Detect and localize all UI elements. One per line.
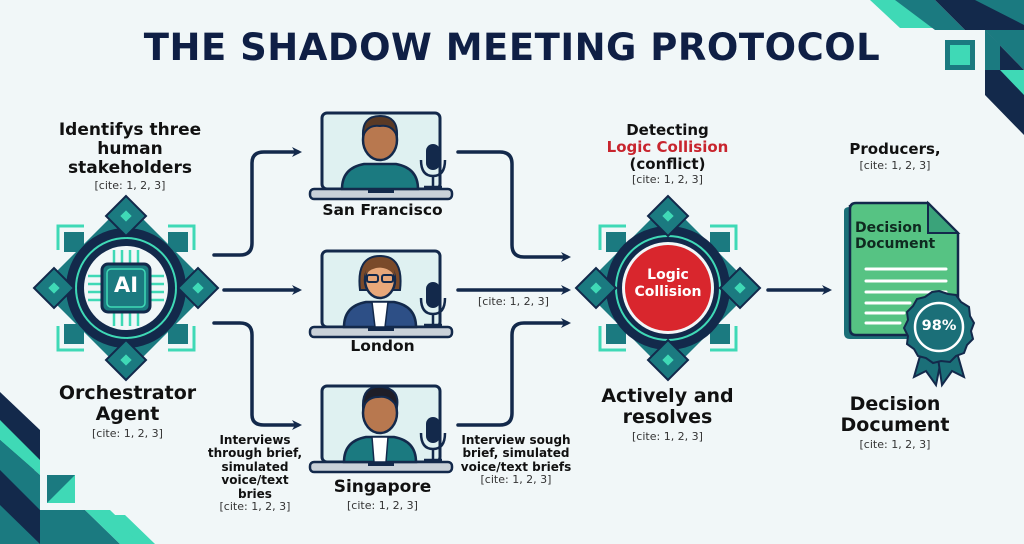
city-label-london: London (350, 337, 415, 355)
decision-top-label: Producers, [cite: 1, 2, 3] (820, 141, 970, 172)
citation: [cite: 1, 2, 3] (219, 500, 291, 514)
logic-collision-highlight: Logic Collision (606, 137, 729, 156)
london-arrow-citation: [cite: 1, 2, 3] (478, 295, 549, 308)
orchestrator-name-line-2: Agent (95, 403, 160, 426)
confidence-badge: 98% (921, 318, 957, 334)
interview-note-left: Interviews through brief, simulated voic… (205, 433, 305, 514)
arrow-singapore-to-collision (456, 318, 571, 427)
collision-icon-line-1: Logic (647, 267, 689, 283)
citation: [cite: 1, 2, 3] (480, 473, 552, 487)
singapore-city-text: Singapore (333, 477, 432, 497)
collision-top-label: Detecting Logic Collision (conflict) [ci… (585, 122, 750, 187)
bottom-left-geometric-decoration (0, 392, 155, 544)
collision-bottom-label: Actively and resolves [cite: 1, 2, 3] (585, 385, 750, 443)
citation: [cite: 1, 2, 3] (859, 437, 931, 451)
ai-chip-label: AI (113, 273, 139, 297)
document-title: Decision Document (855, 220, 945, 252)
note-line: Interview sough (461, 433, 571, 447)
orchestrator-bottom-label: Orchestrator Agent [cite: 1, 2, 3] (45, 382, 210, 440)
city-label-singapore: Singapore [cite: 1, 2, 3] (300, 477, 465, 512)
decision-bottom-line-2: Document (840, 414, 950, 437)
document-title-line-1: Decision (855, 220, 922, 236)
citation: [cite: 1, 2, 3] (632, 173, 703, 187)
orchestrator-task-text: Identifys three human stakeholders (58, 120, 202, 179)
orchestrator-top-label: Identifys three human stakeholders [cite… (45, 120, 215, 193)
document-title-line-2: Document (855, 236, 936, 253)
note-line: voice/text briefs (460, 459, 572, 474)
citation: [cite: 1, 2, 3] (94, 179, 166, 193)
decision-bottom-line-1: Decision (849, 393, 941, 415)
note-line: voice/text bries (221, 473, 289, 501)
collision-bottom-line-2: resolves (622, 406, 713, 429)
note-line: through brief, (207, 446, 303, 461)
note-line: brief, simulated (462, 446, 570, 461)
citation: [cite: 1, 2, 3] (92, 426, 163, 440)
citation: [cite: 1, 2, 3] (632, 429, 703, 443)
laptop-london (308, 249, 454, 339)
citation: [cite: 1, 2, 3] (859, 158, 931, 172)
laptop-singapore (308, 384, 454, 474)
orchestrator-name-line-1: Orchestrator (58, 382, 197, 404)
interview-note-right: Interview sough brief, simulated voice/t… (460, 433, 572, 487)
laptop-san-francisco (308, 111, 454, 201)
collision-bottom-line-1: Actively and (601, 385, 734, 407)
citation: [cite: 1, 2, 3] (347, 499, 418, 512)
arrow-to-san-francisco (212, 147, 302, 257)
decision-top-text: Producers, (849, 140, 941, 158)
collision-icon-line-2: Collision (634, 283, 702, 300)
arrow-sf-to-collision (456, 150, 571, 262)
collision-label-line-1: Detecting (626, 121, 709, 139)
note-line: Interviews (219, 433, 291, 447)
arrow-to-singapore (212, 321, 302, 430)
top-right-geometric-decoration (870, 0, 1024, 135)
city-label-san-francisco: San Francisco (322, 201, 443, 219)
decision-bottom-label: Decision Document [cite: 1, 2, 3] (820, 393, 970, 451)
page-title: THE SHADOW MEETING PROTOCOL (143, 26, 881, 69)
note-line: simulated (221, 459, 289, 474)
collision-label-line-3: (conflict) (629, 154, 706, 173)
collision-icon-label: Logic Collision (620, 267, 716, 301)
